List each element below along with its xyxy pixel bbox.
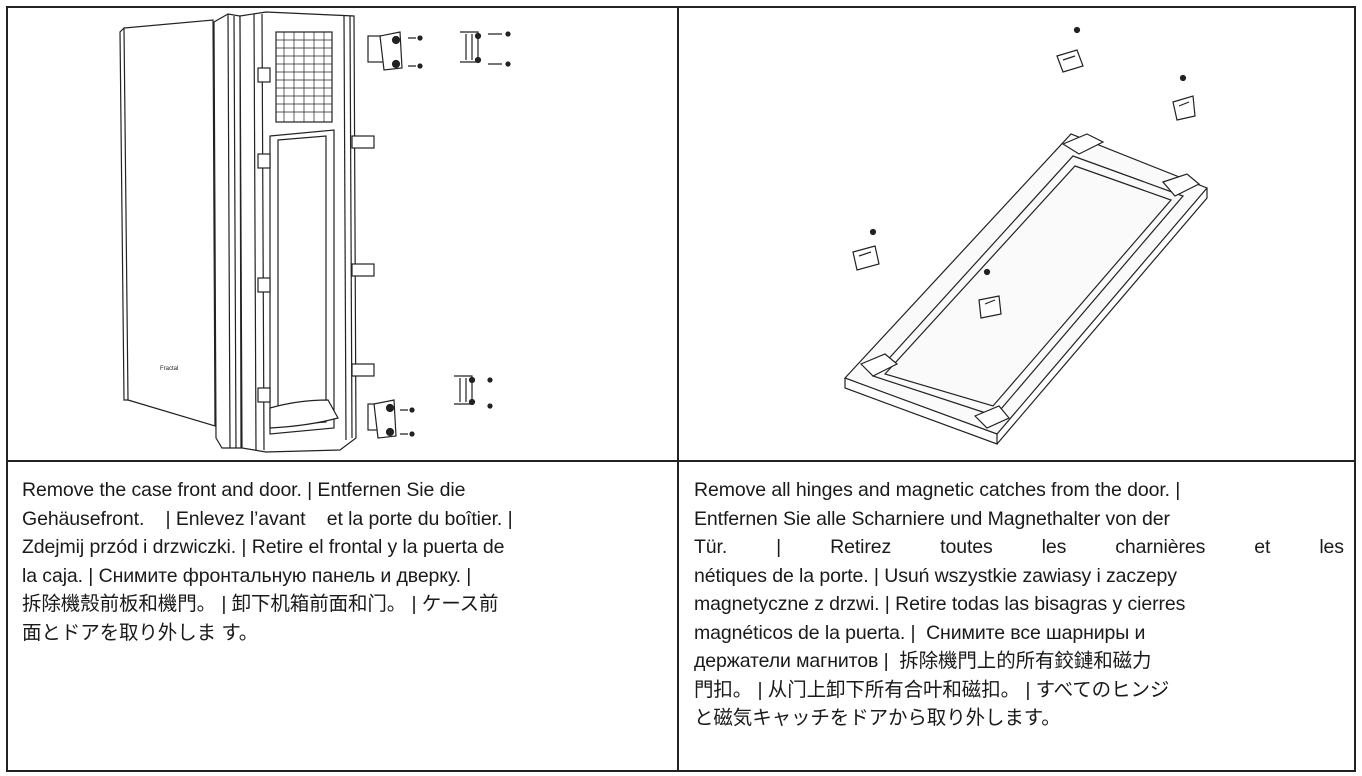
figure-label: Fractal [160, 366, 178, 372]
door-hinges-magnetic-catches-diagram [679, 8, 1354, 460]
text-line: nétiques de la porte. | Usuń wszystkie z… [694, 564, 1177, 587]
text-line-justified: Tür. | Retirez toutes les charnières et … [694, 533, 1344, 562]
text-line: Gehäusefront. | Enlevez l’avant et la po… [22, 507, 513, 530]
text-line: 拆除機殼前板和機門。 | 卸下机箱前面和门。 | ケース前 [22, 593, 499, 615]
text-line: Remove all hinges and magnetic catches f… [694, 479, 1181, 501]
word: | [776, 536, 782, 558]
text-line: magnéticos de la puerta. | Снимите все ш… [694, 621, 1146, 644]
case-front-door-removal-diagram: Fractal [8, 8, 677, 460]
step-text-remove-hinges-catches: Remove all hinges and magnetic catches f… [694, 476, 1344, 733]
text-line: 門扣。 | 从门上卸下所有合叶和磁扣。 | すべてのヒンジ [694, 678, 1170, 701]
column-divider [677, 6, 679, 772]
step-text-remove-front-door: Remove the case front and door. | Entfer… [22, 476, 666, 647]
row-divider [6, 460, 1356, 462]
instruction-table [6, 6, 1356, 772]
word: toutes [940, 536, 993, 558]
word: Tür. [694, 536, 728, 558]
text-line: держатели магнитов | 拆除機門上的所有鉸鏈和磁力 [694, 650, 1152, 672]
word: charnières [1115, 536, 1206, 558]
text-line: Zdejmij przód i drzwiczki. | Retire el f… [22, 536, 505, 558]
word: et [1254, 536, 1271, 558]
text-line: la caja. | Снимите фронтальную панель и … [22, 564, 472, 587]
word: Retirez [830, 536, 892, 558]
text-line: Remove the case front and door. | Entfer… [22, 479, 466, 501]
text-line: と磁気キャッチをドアから取り外します。 [694, 707, 1061, 729]
text-line: magnetyczne z drzwi. | Retire todas las … [694, 593, 1186, 615]
text-line: 面とドアを取り外しま す。 [22, 621, 259, 644]
text-line: Entfernen Sie alle Scharniere und Magnet… [694, 507, 1170, 530]
word: les [1041, 536, 1067, 558]
word: les [1319, 536, 1344, 558]
